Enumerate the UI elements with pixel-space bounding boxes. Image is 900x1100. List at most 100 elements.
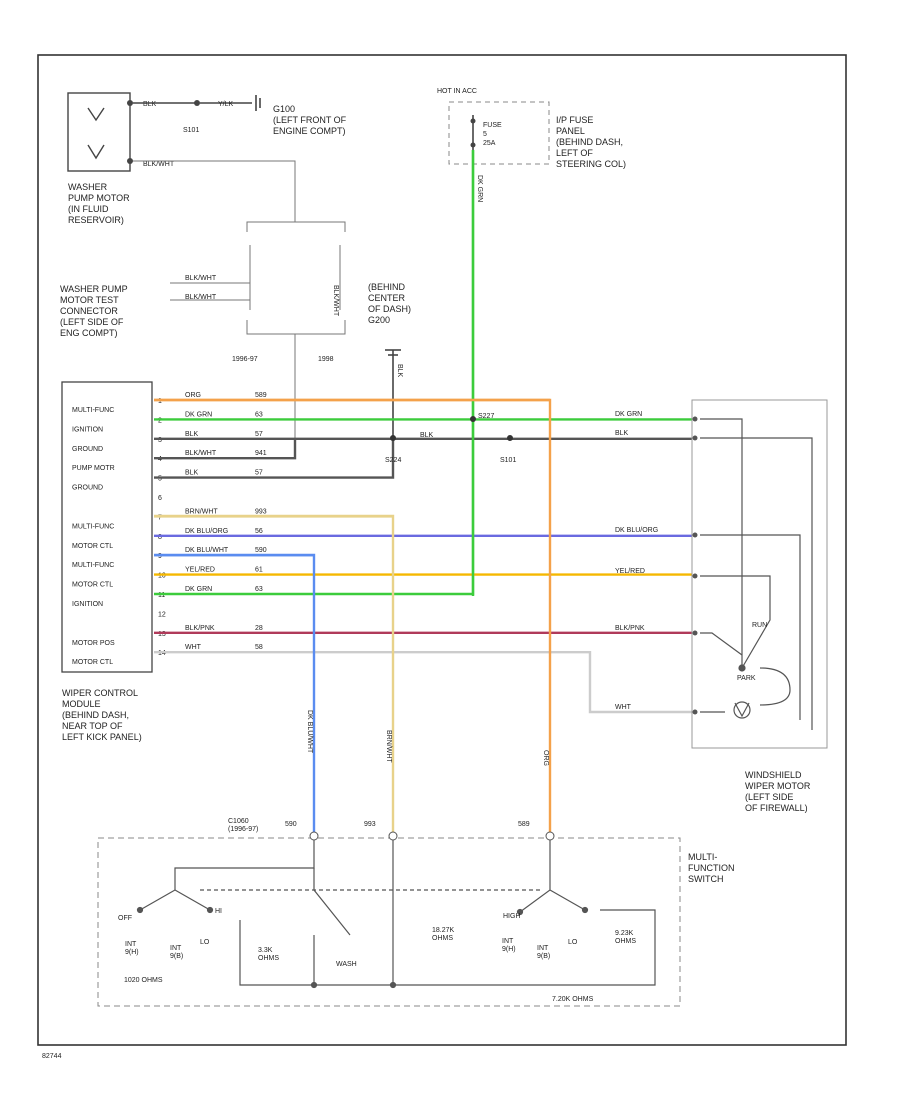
module-pin-number: 10 bbox=[158, 573, 166, 580]
module-pin-label: GROUND bbox=[72, 446, 103, 453]
sw-lo-r: LO bbox=[568, 939, 578, 946]
sw-lo: LO bbox=[200, 939, 210, 946]
wire-brn-vertical bbox=[154, 514, 395, 833]
hot-in-acc-label: HOT IN ACC bbox=[437, 88, 477, 95]
module-wire-circuit: 63 bbox=[255, 586, 263, 593]
module-pin-number: 4 bbox=[158, 456, 162, 463]
module-wire-color: BRN/WHT bbox=[185, 508, 218, 515]
washer-pump-icon bbox=[87, 107, 105, 160]
blk-mid-label: BLK bbox=[420, 432, 434, 439]
module-wire-circuit: 61 bbox=[255, 567, 263, 574]
module-wire-circuit: 590 bbox=[255, 547, 267, 554]
mfs-internal bbox=[136, 840, 656, 989]
module-wire-color: DK BLU/WHT bbox=[185, 547, 229, 554]
sw-high-r: HIGH bbox=[503, 913, 521, 920]
test-wire-2: BLK/WHT bbox=[185, 294, 217, 301]
module-wire-circuit: 63 bbox=[255, 411, 263, 418]
year-1996-97: 1996-97 bbox=[232, 356, 258, 363]
sw-off: OFF bbox=[118, 915, 132, 922]
module-pin-number: 2 bbox=[158, 417, 162, 424]
c-590: 590 bbox=[285, 821, 297, 828]
motor-wire-label: DK GRN bbox=[615, 411, 642, 418]
sw-wash: WASH bbox=[336, 961, 357, 968]
wiper-motor-box bbox=[691, 399, 828, 749]
module-wire-circuit: 993 bbox=[255, 508, 267, 515]
module-wire-circuit: 56 bbox=[255, 528, 263, 535]
motor-terminal bbox=[692, 416, 698, 422]
module-pin-number: 6 bbox=[158, 495, 162, 502]
multi-function-switch-box bbox=[97, 837, 681, 1007]
c-589: 589 bbox=[518, 821, 530, 828]
motor-terminal bbox=[692, 630, 698, 636]
sw-hi: HI bbox=[215, 908, 222, 915]
splice-s224 bbox=[390, 435, 396, 441]
module-wire-circuit: 57 bbox=[255, 470, 263, 477]
module-pin-label: IGNITION bbox=[72, 426, 103, 433]
module-pin-label: MULTI-FUNC bbox=[72, 523, 114, 530]
module-wire-color: WHT bbox=[185, 644, 202, 651]
g200-wire-label: BLK bbox=[396, 364, 403, 378]
vert-org-label: ORG bbox=[542, 750, 549, 766]
module-wire-circuit: 28 bbox=[255, 625, 263, 632]
module-wire-color: BLK/PNK bbox=[185, 625, 215, 632]
module-wire-color: DK GRN bbox=[185, 411, 212, 418]
module-wire-circuit: 589 bbox=[255, 392, 267, 399]
module-pin-number: 5 bbox=[158, 476, 162, 483]
module-pin-label: PUMP MOTR bbox=[72, 465, 115, 472]
module-wire-circuit: 58 bbox=[255, 644, 263, 651]
module-pin-number: 14 bbox=[158, 650, 166, 657]
motor-wire-label: YEL/RED bbox=[615, 568, 645, 575]
module-wire bbox=[154, 150, 475, 596]
splice-s224-label: S224 bbox=[385, 457, 401, 464]
diagram-frame bbox=[37, 54, 847, 1046]
motor-terminal bbox=[692, 573, 698, 579]
module-pin-label: MULTI-FUNC bbox=[72, 562, 114, 569]
pump-wire-blkwht: BLK/WHT bbox=[143, 161, 175, 168]
module-pin-number: 1 bbox=[158, 398, 162, 405]
module-wire-color: ORG bbox=[185, 392, 201, 399]
motor-terminal bbox=[692, 435, 698, 441]
module-wire-color: YEL/RED bbox=[185, 567, 215, 574]
splice-s101: S101 bbox=[183, 127, 199, 134]
terminal bbox=[127, 158, 133, 164]
splice-s101b-label: S101 bbox=[500, 457, 516, 464]
wiper-park-label: PARK bbox=[737, 675, 756, 682]
module-pin-number: 9 bbox=[158, 553, 162, 560]
splice-s101b bbox=[507, 435, 513, 441]
ground-g100-icon bbox=[255, 95, 261, 111]
module-pin-number: 7 bbox=[158, 514, 162, 521]
module-pin-label: MOTOR CTL bbox=[72, 659, 113, 666]
test-wire-1: BLK/WHT bbox=[185, 275, 217, 282]
c-993: 993 bbox=[364, 821, 376, 828]
corner-code: 82744 bbox=[42, 1053, 62, 1060]
wiper-run-label: RUN bbox=[752, 622, 767, 629]
module-pin-label: MULTI-FUNC bbox=[72, 407, 114, 414]
motor-wire-label: BLK bbox=[615, 430, 629, 437]
sw-r1: 1020 OHMS bbox=[124, 977, 163, 984]
module-pin-number: 3 bbox=[158, 437, 162, 444]
module-wire-color: BLK bbox=[185, 470, 199, 477]
wire-org-vertical bbox=[154, 398, 552, 833]
pump-wire-blk: BLK bbox=[143, 101, 157, 108]
module-wire bbox=[154, 651, 692, 714]
fuse-panel-box bbox=[448, 101, 550, 165]
module-pin-label: MOTOR CTL bbox=[72, 543, 113, 550]
wiper-control-module bbox=[61, 381, 153, 673]
terminal bbox=[127, 100, 133, 106]
motor-terminal bbox=[692, 532, 698, 538]
washer-pump-box bbox=[67, 92, 131, 172]
